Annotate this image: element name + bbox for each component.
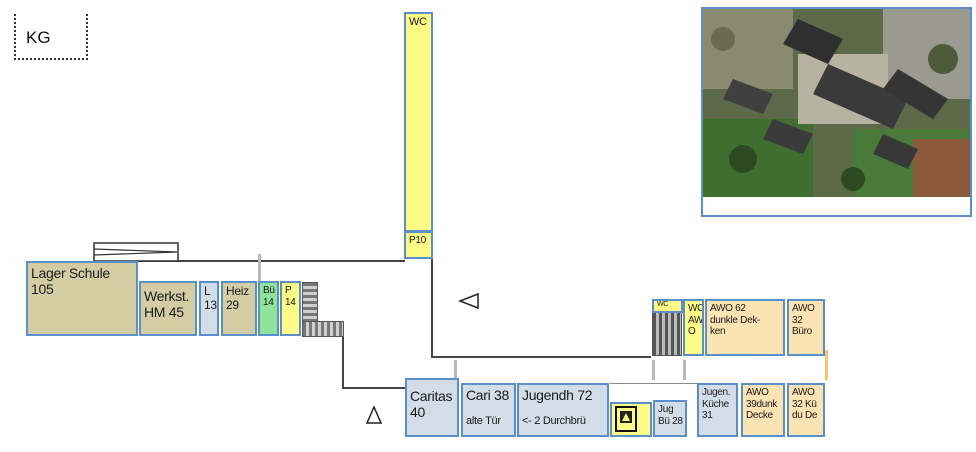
aerial-photo xyxy=(701,7,972,217)
corridor-line xyxy=(431,356,651,358)
door-marker xyxy=(652,360,655,380)
room-cari-38[interactable]: Cari 38 alte Tür xyxy=(461,383,516,437)
floor-label: KG xyxy=(26,28,51,47)
triangle-up-icon xyxy=(365,405,383,425)
triangle-left-icon xyxy=(457,292,480,310)
durchbruch-note: <- 2 Durchbrü xyxy=(522,415,586,428)
stairs-icon xyxy=(302,282,318,322)
corridor-line xyxy=(137,260,405,262)
corridor-line xyxy=(431,230,433,357)
room-l13[interactable]: L 13 xyxy=(199,281,219,336)
room-awo-62[interactable]: AWO 62 dunkle Dek- ken xyxy=(705,299,785,356)
room-awo-32-kueche[interactable]: AWO 32 Kü du De xyxy=(787,383,825,437)
door-marker xyxy=(683,360,686,380)
aerial-image-icon xyxy=(703,9,970,197)
room-wc[interactable]: WC xyxy=(404,12,433,232)
room-p10[interactable]: P10 xyxy=(404,231,433,259)
room-caritas[interactable]: Caritas 40 xyxy=(405,378,459,437)
room-jugendh-72[interactable]: Jugendh 72 <- 2 Durchbrü xyxy=(517,383,609,437)
room-jugend-kueche[interactable]: Jugen. Küche 31 xyxy=(697,383,738,437)
room-awo-32-buero[interactable]: AWO 32 Büro xyxy=(787,299,825,356)
room-werkstatt[interactable]: Werkst. HM 45 xyxy=(139,281,197,336)
room-awo-39[interactable]: AWO 39dunk Decke xyxy=(741,383,785,437)
room-bu14[interactable]: Bü 14 xyxy=(258,281,279,336)
room-jug-bu-28[interactable]: Jug Bü 28 xyxy=(653,400,687,437)
floor-label-box: KG xyxy=(14,14,88,60)
stairs-icon xyxy=(302,321,344,337)
room-wc-awo[interactable]: WC AW O xyxy=(683,299,704,356)
corridor-line xyxy=(610,383,735,384)
stairs-icon xyxy=(652,312,682,356)
door-marker xyxy=(825,350,828,380)
fire-equipment-icon xyxy=(615,406,637,432)
room-wc-small[interactable]: WC xyxy=(652,299,683,313)
room-p14[interactable]: P 14 xyxy=(280,281,301,336)
door-marker xyxy=(454,360,457,380)
room-heiz[interactable]: Heiz 29 xyxy=(221,281,257,336)
room-fire-box[interactable] xyxy=(610,402,652,437)
ramp-symbol xyxy=(93,242,179,262)
room-lager-schule[interactable]: Lager Schule 105 xyxy=(26,261,138,336)
corridor-line xyxy=(342,387,407,389)
corridor-line xyxy=(342,330,344,388)
door-marker xyxy=(258,254,261,284)
alte-tuer-note: alte Tür xyxy=(466,415,501,428)
